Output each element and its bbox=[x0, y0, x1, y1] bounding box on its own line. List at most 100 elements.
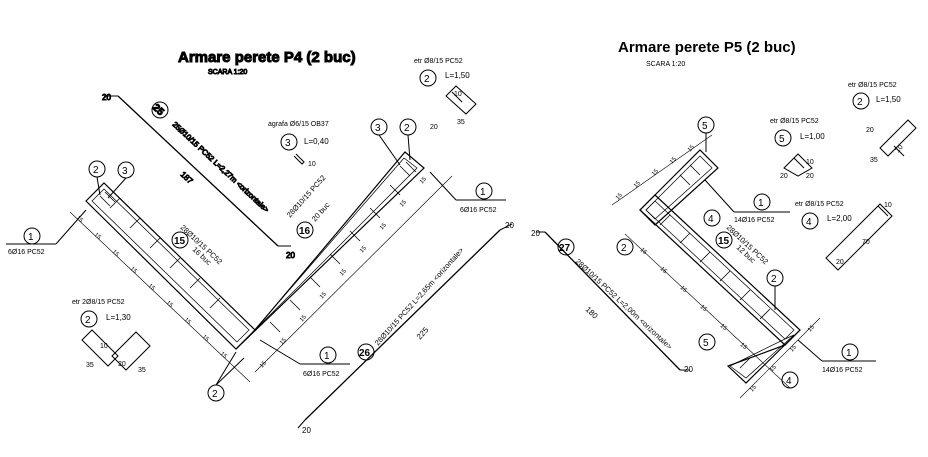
p5-c1-bot-label: 14Ø16 PC52 bbox=[822, 367, 863, 374]
p5-dim-20a: 20 bbox=[531, 229, 540, 238]
p4-dim-20a: 20 bbox=[102, 93, 111, 102]
p4-etr-top-num: 2 bbox=[424, 74, 430, 85]
p5-etr-a-d1: 20 bbox=[866, 127, 874, 134]
p5-c5-top-num: 5 bbox=[702, 121, 708, 132]
p5-callout-1-mid bbox=[704, 179, 790, 213]
p4-c1-left-label: 6Ø16 PC52 bbox=[8, 249, 45, 256]
p5-sp7: 15 bbox=[659, 266, 668, 275]
p4-dim-187: 187 bbox=[179, 170, 195, 186]
p4-left-arm-stirrups bbox=[99, 191, 221, 309]
p5-c1-bot-num: 1 bbox=[846, 348, 852, 359]
p4-rsp4: 15 bbox=[319, 291, 328, 300]
p4-callout-1-bottom bbox=[259, 339, 350, 365]
p4-sp8: 15 bbox=[201, 334, 210, 343]
p5-etr-b-circle bbox=[774, 129, 792, 147]
p4-rsp2: 15 bbox=[279, 337, 288, 346]
p5-etr-c-length: L=2,00 bbox=[827, 214, 852, 223]
p4-agrafa-label: agrafa Ø6/15 OB37 bbox=[268, 121, 329, 128]
p4-rsp1: 15 bbox=[259, 360, 268, 369]
p5-etr-b-d3: 20 bbox=[806, 173, 814, 180]
p4-etr-top-d2: 20 bbox=[430, 124, 438, 131]
p4-c1-bottom-num: 1 bbox=[324, 351, 330, 362]
p4-etr-top-d1: 10 bbox=[454, 91, 462, 98]
p4-c1-right-num: 1 bbox=[480, 187, 486, 198]
p4-wall-left-arm bbox=[85, 182, 256, 350]
p5-etr-b-num: 5 bbox=[779, 134, 785, 145]
p4-rsp7: 15 bbox=[379, 222, 388, 231]
p4-etr-left-shape-a bbox=[81, 329, 119, 367]
p5-sp8: 15 bbox=[679, 285, 688, 294]
p5-sp10: 15 bbox=[719, 323, 728, 332]
p5-etr-a-label: etr Ø8/15 PC52 bbox=[848, 82, 897, 89]
p5-etr-a-length: L=1,50 bbox=[876, 95, 901, 104]
p5-etr-c-d3: 20 bbox=[836, 259, 844, 266]
p5-etr-a-d3: 35 bbox=[870, 157, 878, 164]
p5-etr-b-label: etr Ø8/15 PC52 bbox=[770, 118, 819, 125]
p4-etr-top-length: L=1,50 bbox=[445, 71, 470, 80]
p5-callout-1-bot bbox=[797, 339, 876, 362]
p5-etr-b-shape bbox=[783, 153, 813, 177]
p4-c3-mid-num: 3 bbox=[375, 123, 381, 134]
p4-dim-line-bottom bbox=[297, 223, 513, 429]
p5-callout-5-top bbox=[697, 116, 715, 152]
p5-sp5: 15 bbox=[687, 144, 696, 153]
p4-etr-top-circle bbox=[419, 69, 437, 87]
p4-etr-top-shape bbox=[445, 85, 477, 115]
p4-rsp3: 15 bbox=[299, 314, 308, 323]
p4-agrafa-dim: 10 bbox=[308, 161, 316, 168]
p5-title: Armare perete P5 (2 buc) bbox=[618, 39, 796, 56]
p5-etr-a-num: 2 bbox=[857, 97, 863, 108]
p5-callout-4-bot bbox=[781, 371, 799, 389]
p4-etr-left-num: 2 bbox=[85, 315, 91, 326]
p5-sp13: 15 bbox=[769, 364, 778, 373]
p4-dim-20c: 20 bbox=[505, 221, 514, 230]
p4-sp9: 15 bbox=[219, 351, 228, 360]
p4-dim-20b: 20 bbox=[286, 251, 295, 260]
p5-etr-b-d2: 20 bbox=[780, 173, 788, 180]
p5-etr-b-length: L=1,00 bbox=[800, 132, 825, 141]
p4-etr-left-d4: 35 bbox=[138, 367, 146, 374]
p4-callout-1-left bbox=[6, 209, 87, 245]
p4-c1-left-num: 1 bbox=[28, 232, 34, 243]
p5-bar15-number: 15 bbox=[718, 236, 730, 247]
p4-right-arm-stirrups bbox=[269, 161, 417, 333]
p4-dim-line-top bbox=[104, 95, 291, 247]
p5-sp14: 15 bbox=[789, 344, 798, 353]
p5-etr-a-circle bbox=[852, 92, 870, 110]
p4-sp6: 15 bbox=[165, 300, 174, 309]
p5-sp12: 15 bbox=[749, 384, 758, 393]
p4-callout-2-mid bbox=[399, 118, 417, 161]
p4-sp7: 15 bbox=[183, 317, 192, 326]
p5-callout-2-left bbox=[616, 238, 634, 256]
p4-sp4: 15 bbox=[129, 266, 138, 275]
p5-callout-2-right bbox=[766, 269, 784, 310]
p5-etr-c-d1: 10 bbox=[884, 202, 892, 209]
p5-stirrups bbox=[659, 164, 771, 369]
p4-callout-2-top bbox=[88, 160, 106, 196]
p4-rsp8: 15 bbox=[399, 199, 408, 208]
p4-bar15-circle bbox=[171, 231, 189, 249]
p4-rsp9: 15 bbox=[419, 176, 428, 185]
p5-etr-a-d2: 10 bbox=[894, 144, 904, 155]
p4-callout-3-top bbox=[107, 161, 135, 199]
p5-c1-mid-label: 14Ø16 PC52 bbox=[734, 217, 775, 224]
p4-etr-top-label: etr Ø8/15 PC52 bbox=[414, 58, 463, 65]
p5-c2-right-num: 2 bbox=[771, 274, 777, 285]
p4-c2-bot-num: 2 bbox=[212, 389, 218, 400]
p4-agrafa-circle bbox=[280, 133, 298, 151]
p4-wall-right-arm bbox=[235, 151, 425, 350]
p5-sp6: 15 bbox=[639, 247, 648, 256]
p4-c1-right-label: 6Ø16 PC52 bbox=[460, 207, 497, 214]
p5-callout-5-bot bbox=[698, 333, 716, 351]
p5-etr-c-num: 4 bbox=[806, 217, 812, 228]
p4-c1-bottom-label: 6Ø16 PC52 bbox=[303, 371, 340, 378]
p4-etr-top-d3: 35 bbox=[457, 119, 465, 126]
p4-sp1: 15 bbox=[75, 215, 84, 224]
p4-bar16-count: 20 buc bbox=[310, 200, 332, 223]
p5-bar27-label: 28Ø10/15 PC52 L=2,00m <orizontale> bbox=[574, 257, 675, 352]
p5-etr-b-d1: 10 bbox=[806, 159, 814, 166]
p4-bar25-number: 25 bbox=[150, 102, 166, 118]
p5-sp2: 15 bbox=[633, 180, 642, 189]
p5-etr-a-shape bbox=[879, 119, 917, 157]
